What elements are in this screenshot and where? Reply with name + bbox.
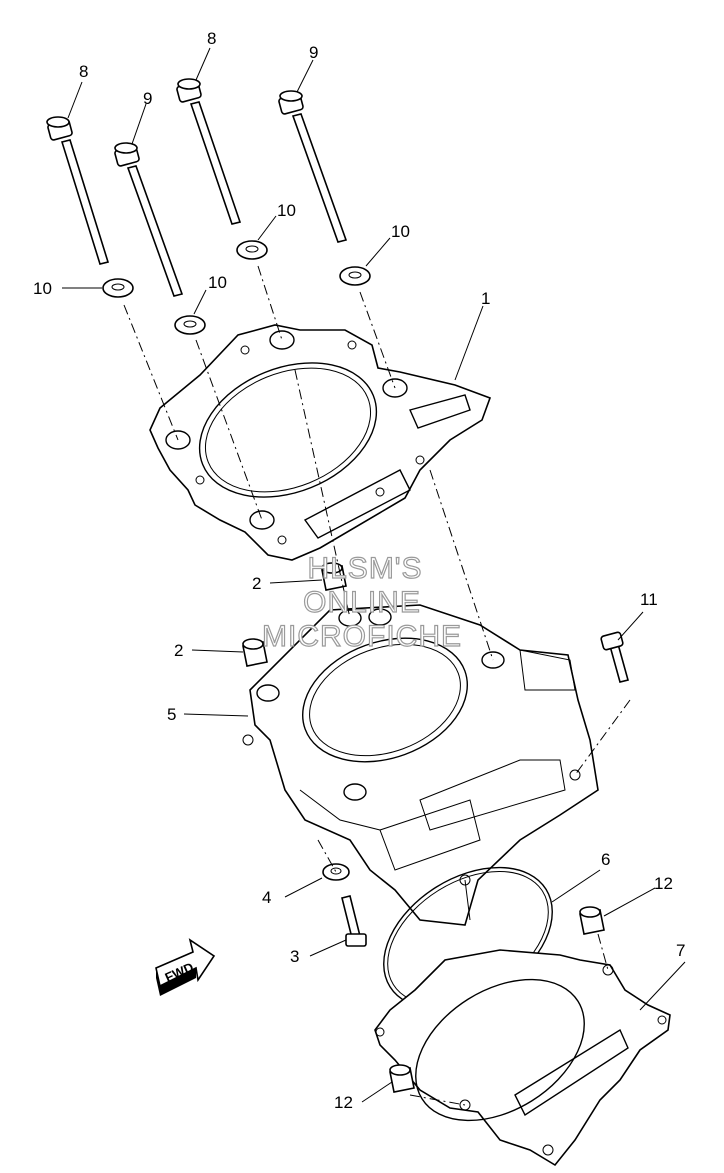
callout-10: 10 (33, 279, 52, 298)
callout-10: 10 (391, 222, 410, 241)
bolt-8-left (46, 116, 110, 265)
callout-9: 9 (143, 89, 152, 108)
leader-lines (62, 47, 686, 1103)
callout-7: 7 (676, 941, 685, 960)
callout-10: 10 (208, 273, 227, 292)
callout-11: 11 (640, 590, 658, 609)
callout-2: 2 (174, 641, 183, 660)
callout-2: 2 (252, 574, 261, 593)
cylinder-bolts (46, 78, 348, 297)
callout-12: 12 (334, 1093, 353, 1112)
callout-4: 4 (262, 888, 271, 907)
cylinder-base-gasket (374, 949, 671, 1167)
callout-3: 3 (290, 947, 299, 966)
callout-10: 10 (277, 201, 296, 220)
fwd-arrow-icon: FWD (155, 938, 216, 996)
washers (102, 240, 371, 335)
watermark-line-2: ONLINE (303, 586, 421, 619)
callout-9: 9 (309, 43, 318, 62)
watermark: HLSM'S ONLINE MICROFICHE (261, 551, 462, 653)
alignment-lines (123, 265, 631, 1106)
callout-6: 6 (601, 850, 610, 869)
dowel-pins (242, 562, 605, 1093)
callout-8: 8 (79, 62, 88, 81)
bolt-9-left (114, 142, 184, 297)
callout-8: 8 (207, 29, 216, 48)
bolt-9-right (278, 90, 348, 243)
callout-12: 12 (654, 874, 673, 893)
bolt-8-center (176, 78, 242, 225)
cylinder-block (242, 604, 599, 926)
watermark-line-1: HLSM'S (307, 552, 422, 585)
cylinder-head-gasket (149, 324, 492, 561)
callout-labels: 8 9 8 9 10 10 10 10 1 2 2 5 4 3 11 6 12 … (33, 29, 685, 1112)
callout-1: 1 (481, 289, 490, 308)
watermark-line-3: MICROFICHE (262, 620, 462, 653)
callout-5: 5 (167, 705, 176, 724)
